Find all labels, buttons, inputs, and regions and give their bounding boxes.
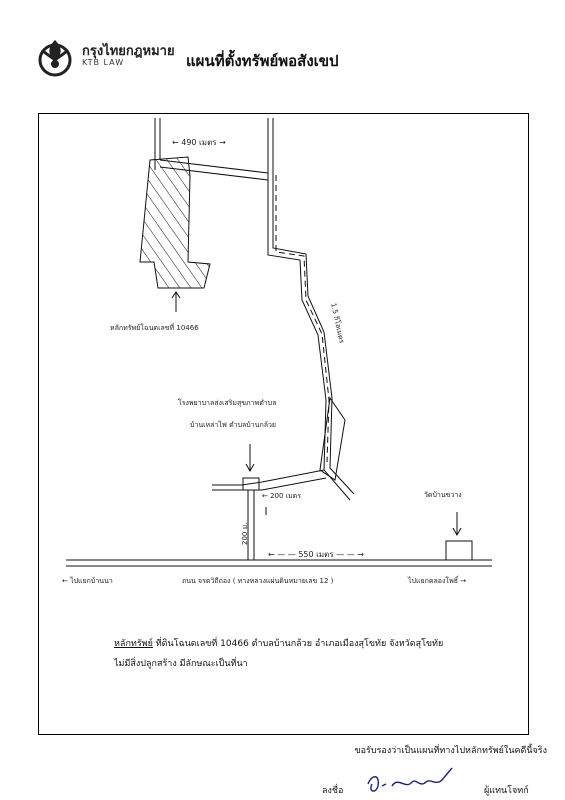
property-caption-detail: ที่ดินโฉนดเลขที่ 10466 ตำบลบ้านกล้วย อำเ… <box>152 639 444 649</box>
property-parcel-shape <box>139 156 211 289</box>
map-frame <box>38 113 529 735</box>
property-label: หลักทรัพย์โฉนดเลขที่ 10466 <box>110 324 199 332</box>
brand-name-thai: กรุงไทยกฎหมาย <box>82 44 175 59</box>
distance-200m-vertical-label: 200 ม. <box>241 522 249 545</box>
highway-name-label: ถนน จรดวิถีถ่อง ( ทางหลวงแผ่นดินหมายเลข … <box>182 577 334 585</box>
ktb-law-logo-icon <box>38 40 72 77</box>
signature-label: ลงชื่อ <box>322 786 344 796</box>
distance-490m-label: ← 490 เมตร → <box>172 138 226 147</box>
road-left-direction: ← ไปแยกบ้านนา <box>62 577 113 585</box>
plaintiff-representative-label: ผู้แทนโจทก์ <box>484 786 529 796</box>
hospital-sublabel: บ้านเหล่าไฟ ตำบลบ้านกล้วย <box>190 421 277 429</box>
temple-label: วัดบ้านขวาง <box>424 491 462 499</box>
distance-200m-horizontal-label: ← 200 เมตร <box>262 492 301 500</box>
road-right-direction: ไปแยกคลองโพธิ์ → <box>408 577 467 585</box>
handwritten-signature-icon <box>367 767 453 792</box>
hospital-label: โรงพยาบาลส่งเสริมสุขภาพตำบล <box>178 399 277 407</box>
property-caption-line2: ไม่มีสิ่งปลูกสร้าง มีลักษณะเป็นที่นา <box>114 659 248 669</box>
distance-550m-label: ← — — 550 เมตร — — → <box>268 550 364 559</box>
property-caption-key: หลักทรัพย์ <box>114 639 153 649</box>
property-caption-line1: หลักทรัพย์ ที่ดินโฉนดเลขที่ 10466 ตำบลบ้… <box>114 636 443 650</box>
certification-text: ขอรับรองว่าเป็นแผนที่ทางไปหลักทรัพย์ในคด… <box>354 746 547 756</box>
brand-name-english: KTB LAW <box>82 58 125 67</box>
document-title: แผนที่ตั้งทรัพย์พอสังเขป <box>186 52 339 70</box>
